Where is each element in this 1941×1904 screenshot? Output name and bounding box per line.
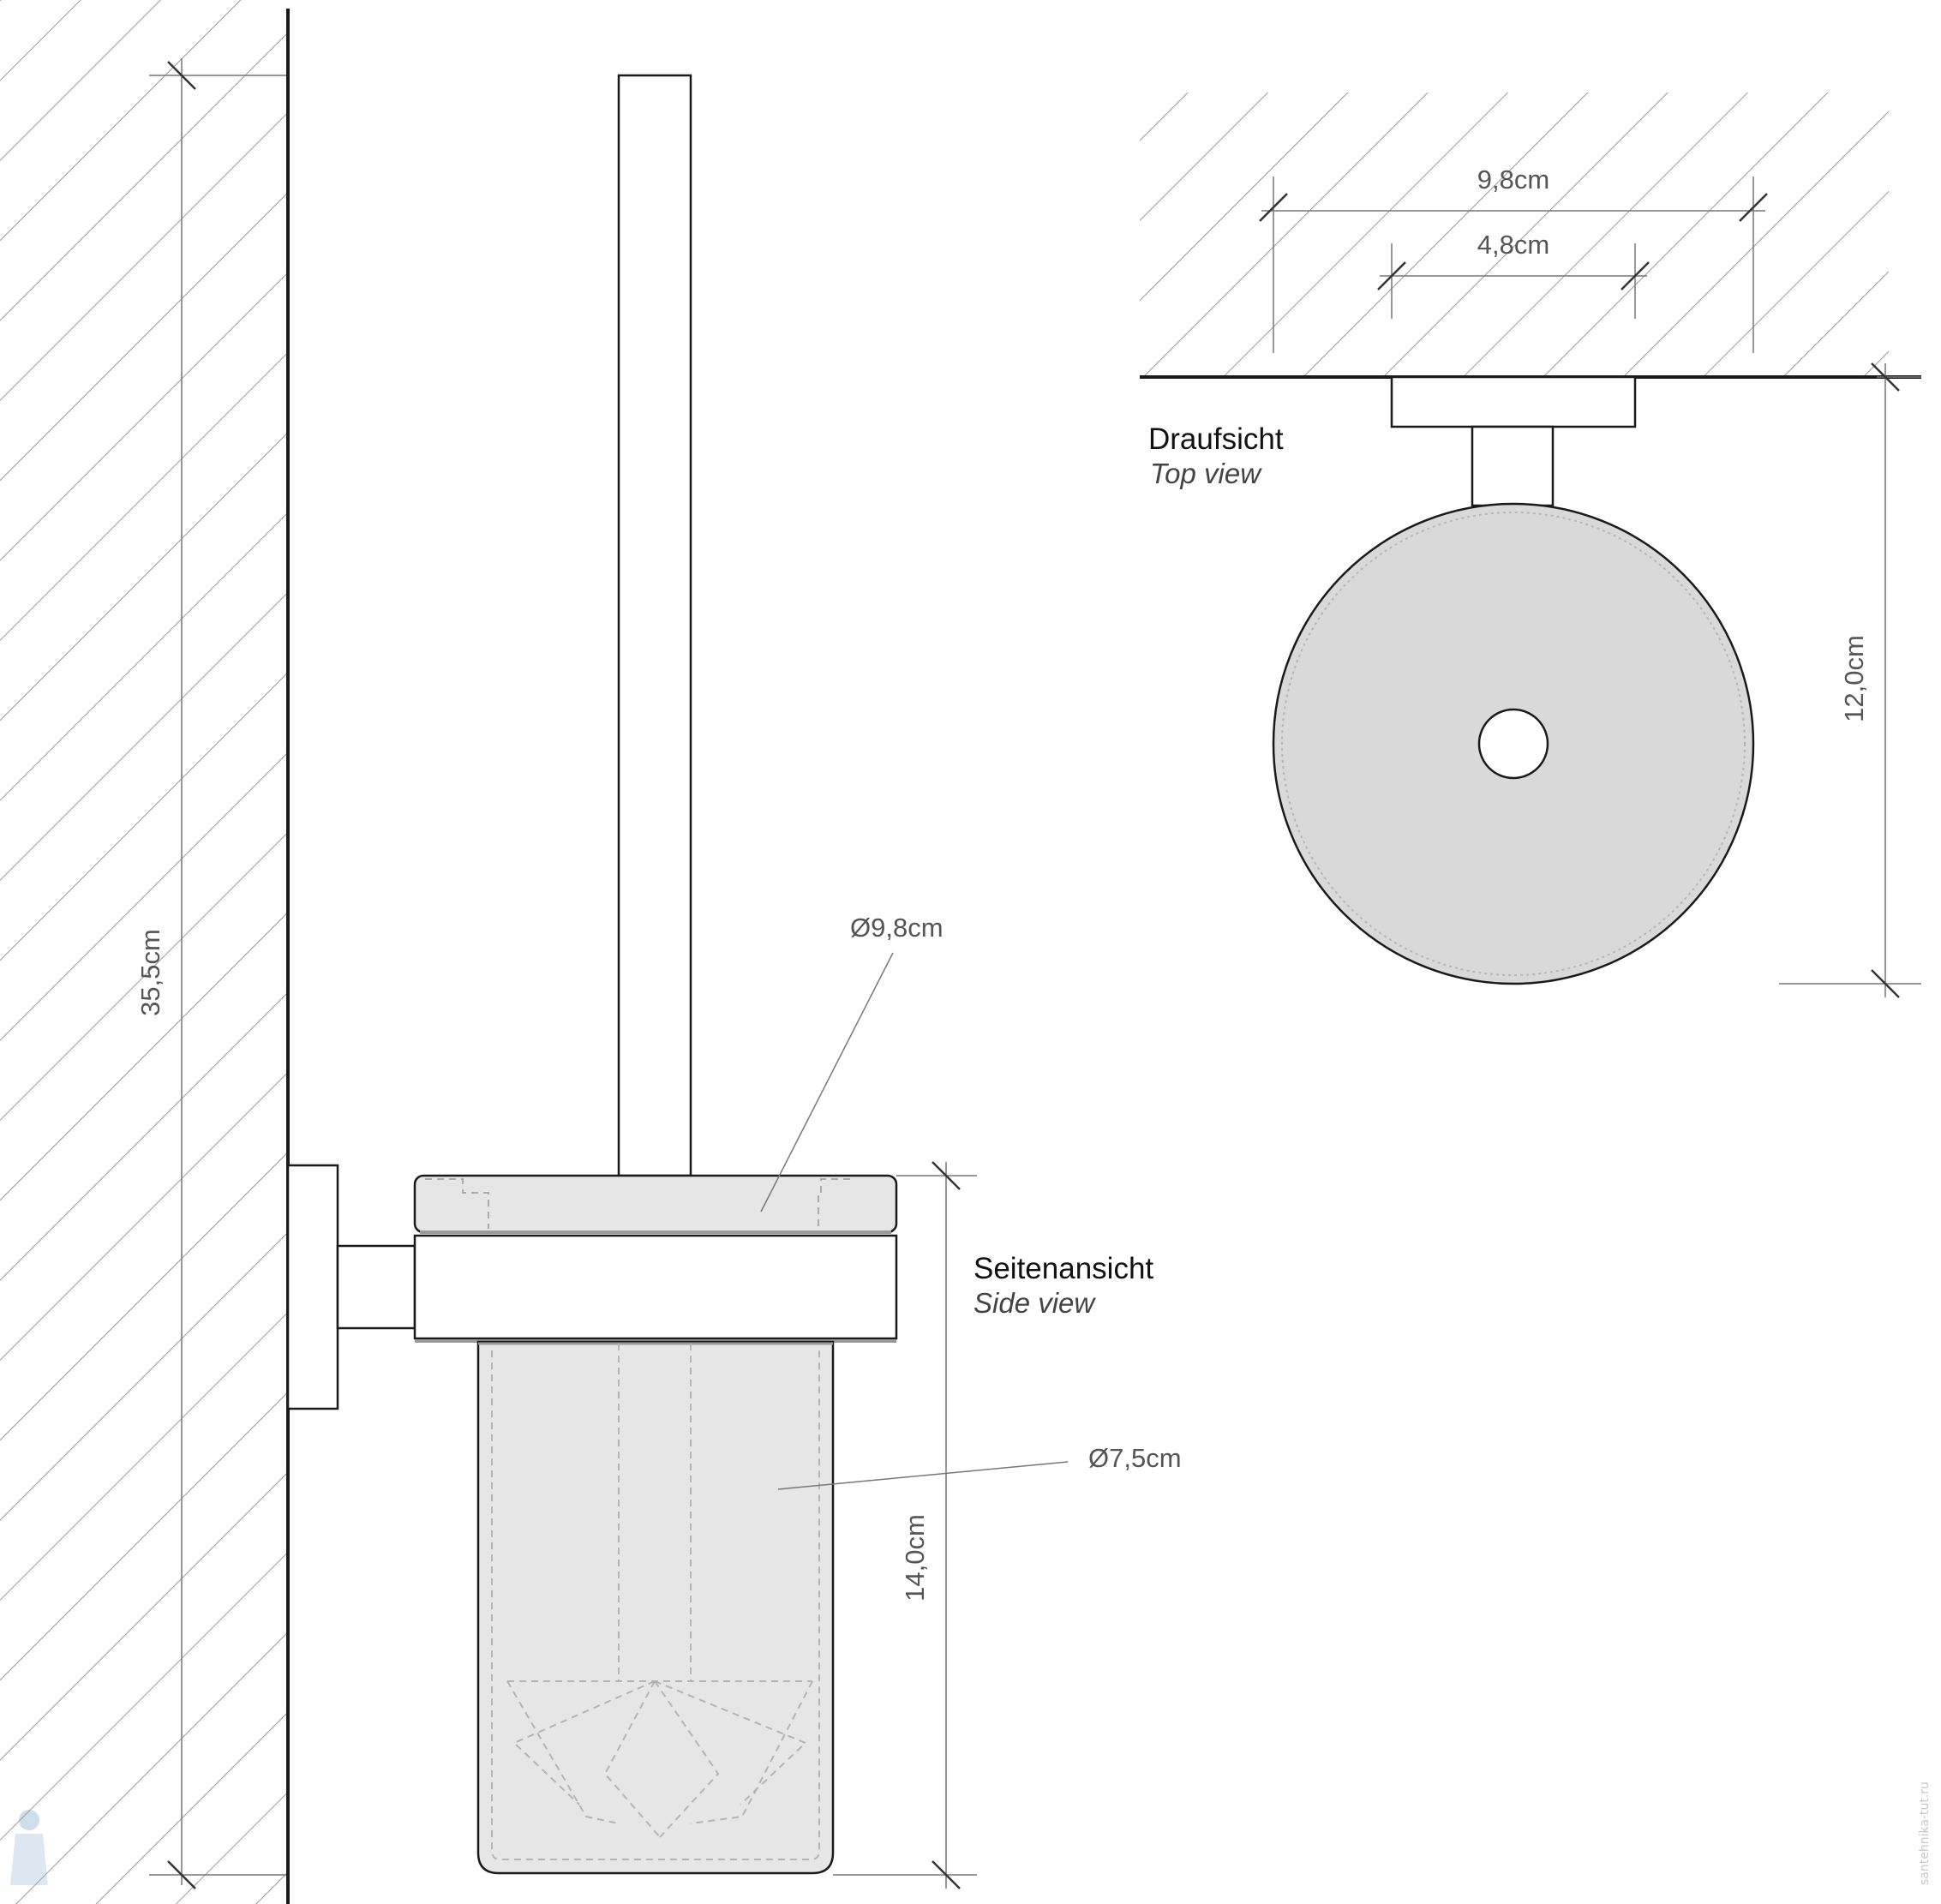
top-arm bbox=[1471, 425, 1555, 507]
watermark-text: santehnika-tut.ru bbox=[1918, 1781, 1932, 1885]
lid-diameter-leader bbox=[760, 952, 894, 1212]
container-diameter-label: Ø7,5cm bbox=[1088, 1443, 1182, 1473]
container-hidden-lines bbox=[491, 1344, 820, 1860]
depth-dimension bbox=[1779, 362, 1921, 998]
glass-container bbox=[476, 1340, 835, 1875]
container-height-label: 14,0cm bbox=[900, 1514, 930, 1602]
wall-hatch-side bbox=[0, 0, 286, 1904]
wall-rosette bbox=[286, 1164, 339, 1410]
holder-ring bbox=[413, 1234, 898, 1340]
handle-hole bbox=[1477, 708, 1549, 780]
width-outer-label: 9,8cm bbox=[1477, 165, 1549, 195]
container-lid bbox=[413, 1174, 898, 1234]
holder-arm bbox=[336, 1244, 416, 1330]
container-diameter-leader bbox=[777, 1461, 1069, 1490]
top-disc-inner-edge bbox=[1281, 512, 1746, 976]
lid-diameter-label: Ø9,8cm bbox=[850, 913, 944, 943]
total-height-dimension bbox=[149, 58, 286, 1889]
side-view-title: Seitenansicht bbox=[973, 1252, 1153, 1285]
width-outer-dimension bbox=[1259, 177, 1768, 353]
top-view-subtitle: Top view bbox=[1150, 458, 1262, 489]
side-view-subtitle: Side view bbox=[973, 1287, 1096, 1319]
container-height-dimension bbox=[833, 1161, 977, 1889]
total-height-label: 35,5cm bbox=[135, 929, 165, 1016]
top-view-title: Draufsicht bbox=[1148, 422, 1284, 456]
width-inner-label: 4,8cm bbox=[1477, 230, 1549, 260]
watermark-logo bbox=[10, 1810, 48, 1885]
brush-handle bbox=[617, 74, 692, 1177]
depth-label: 12,0cm bbox=[1839, 635, 1869, 722]
lid-hidden-lines bbox=[425, 1178, 850, 1229]
wall-hatch-top bbox=[1140, 93, 1889, 375]
width-inner-dimension bbox=[1377, 243, 1650, 319]
top-rosette bbox=[1390, 375, 1637, 428]
